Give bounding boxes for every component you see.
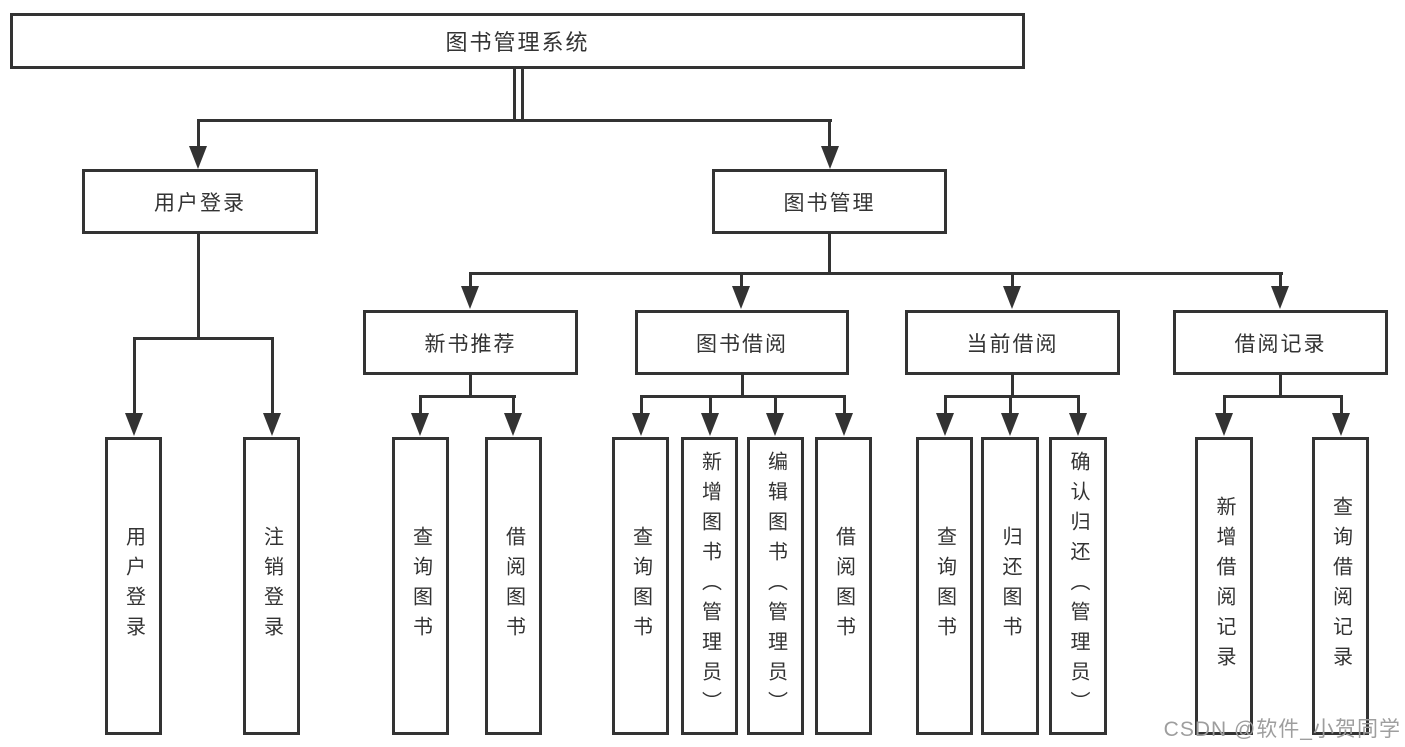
connector-stub xyxy=(469,374,472,396)
leaf-borrow-book: 借阅图书 xyxy=(815,437,872,735)
connector-drop xyxy=(419,396,422,415)
arrowhead-icon xyxy=(461,286,479,309)
connector-drop xyxy=(944,396,947,415)
connector-split xyxy=(640,395,846,398)
connector-drop xyxy=(640,396,643,415)
connector-drop xyxy=(740,273,743,288)
node-library-system: 图书管理系统 xyxy=(10,13,1025,69)
arrowhead-icon xyxy=(504,413,522,436)
connector-drop xyxy=(271,338,274,415)
connector-drop xyxy=(1279,273,1282,288)
arrowhead-icon xyxy=(1069,413,1087,436)
leaf-borrow-book-recommend: 借阅图书 xyxy=(485,437,542,735)
arrowhead-icon xyxy=(766,413,784,436)
connector-user-login-split xyxy=(133,337,274,340)
connector-stub xyxy=(741,374,744,396)
connector-split xyxy=(1223,395,1343,398)
leaf-confirm-return-admin: 确认归还（管理员） xyxy=(1049,437,1107,735)
arrowhead-icon xyxy=(1001,413,1019,436)
arrowhead-icon xyxy=(732,286,750,309)
arrowhead-icon xyxy=(263,413,281,436)
connector-drop xyxy=(828,120,831,148)
arrowhead-icon xyxy=(1003,286,1021,309)
leaf-query-borrow-record: 查询借阅记录 xyxy=(1312,437,1369,735)
arrowhead-icon xyxy=(821,146,839,169)
connector-book-mgmt-stub xyxy=(828,233,831,274)
leaf-return-book: 归还图书 xyxy=(981,437,1039,735)
node-book-borrowing: 图书借阅 xyxy=(635,310,849,375)
leaf-add-book-admin: 新增图书（管理员） xyxy=(681,437,738,735)
leaf-logout: 注销登录 xyxy=(243,437,300,735)
connector-level3-hline xyxy=(469,272,1283,275)
connector-drop xyxy=(774,396,777,415)
connector-drop xyxy=(133,338,136,415)
node-current-borrowing: 当前借阅 xyxy=(905,310,1120,375)
arrowhead-icon xyxy=(1271,286,1289,309)
node-new-book-recommend: 新书推荐 xyxy=(363,310,578,375)
leaf-query-book-borrowing: 查询图书 xyxy=(612,437,669,735)
connector-split xyxy=(944,395,1080,398)
arrowhead-icon xyxy=(936,413,954,436)
leaf-user-login: 用户登录 xyxy=(105,437,162,735)
arrowhead-icon xyxy=(835,413,853,436)
connector-stub xyxy=(1279,374,1282,396)
connector-drop xyxy=(512,396,515,415)
leaf-query-book-recommend: 查询图书 xyxy=(392,437,449,735)
connector-drop xyxy=(1077,396,1080,415)
arrowhead-icon xyxy=(125,413,143,436)
connector-stub xyxy=(1011,374,1014,396)
arrowhead-icon xyxy=(189,146,207,169)
connector-split xyxy=(419,395,516,398)
connector-drop xyxy=(843,396,846,415)
connector-drop xyxy=(1011,273,1014,288)
arrowhead-icon xyxy=(632,413,650,436)
connector-drop xyxy=(197,120,200,148)
arrowhead-icon xyxy=(701,413,719,436)
arrowhead-icon xyxy=(1332,413,1350,436)
connector-drop xyxy=(469,273,472,288)
connector-drop xyxy=(1223,396,1226,415)
arrowhead-icon xyxy=(1215,413,1233,436)
connector-level2-hline xyxy=(197,119,832,122)
node-user-login: 用户登录 xyxy=(82,169,318,234)
connector-drop xyxy=(1009,396,1012,415)
connector-root-stub-left xyxy=(513,68,516,120)
csdn-watermark: CSDN @软件_小贺同学 xyxy=(1163,718,1401,741)
node-book-management: 图书管理 xyxy=(712,169,947,234)
leaf-query-book-current: 查询图书 xyxy=(916,437,973,735)
node-borrowing-records: 借阅记录 xyxy=(1173,310,1388,375)
leaf-edit-book-admin: 编辑图书（管理员） xyxy=(747,437,804,735)
connector-user-login-stub xyxy=(197,233,200,338)
connector-drop xyxy=(1340,396,1343,415)
connector-root-stub-right xyxy=(521,68,524,120)
leaf-add-borrow-record: 新增借阅记录 xyxy=(1195,437,1253,735)
connector-drop xyxy=(709,396,712,415)
arrowhead-icon xyxy=(411,413,429,436)
